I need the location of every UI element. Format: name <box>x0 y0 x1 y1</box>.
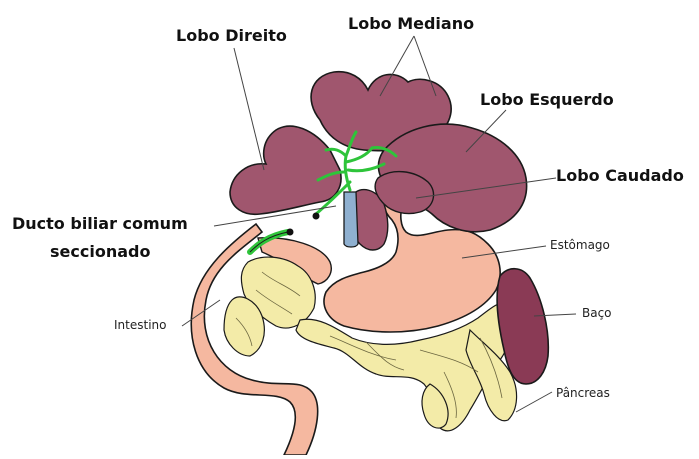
liver-right-lobe <box>230 126 341 214</box>
severed-duct-end-dot <box>287 229 294 236</box>
label-lobo-caudado: Lobo Caudado <box>556 166 684 185</box>
label-ducto-line2: seccionado <box>50 242 150 261</box>
label-lobo-direito: Lobo Direito <box>176 26 287 45</box>
label-lobo-esquerdo: Lobo Esquerdo <box>480 90 614 109</box>
label-baco: Baço <box>582 306 612 320</box>
label-pancreas: Pâncreas <box>556 386 610 400</box>
label-lobo-mediano: Lobo Mediano <box>348 14 474 33</box>
duct-end-dot <box>313 213 320 220</box>
label-intestino: Intestino <box>114 318 166 332</box>
vessel <box>344 192 358 247</box>
label-ducto-line1: Ducto biliar comum <box>12 214 188 233</box>
label-estomago: Estômago <box>550 238 610 252</box>
